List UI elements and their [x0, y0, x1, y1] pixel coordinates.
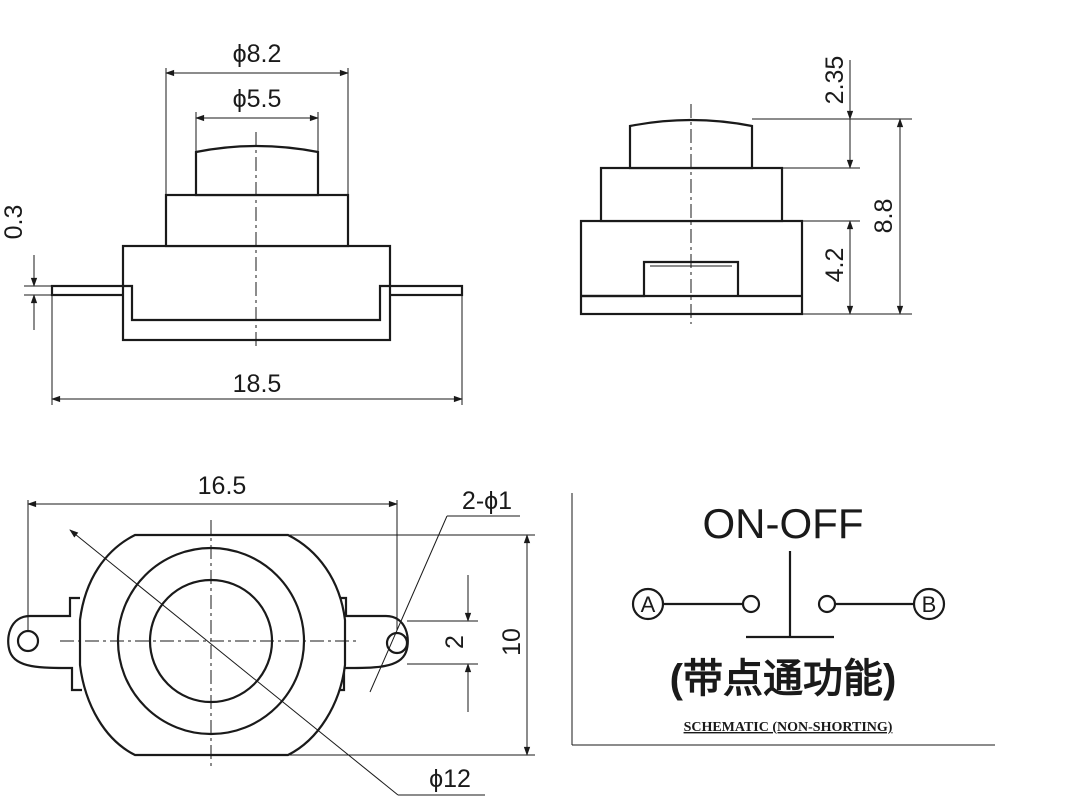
plan-right-ear: [334, 596, 409, 692]
contact-a: [741, 594, 761, 614]
dim-plan-slot: 2: [441, 635, 469, 649]
dim-front-inner-diameter: ϕ5.5: [233, 85, 282, 113]
terminal-b-label: B: [922, 592, 937, 617]
dim-front-gap: 0.3: [0, 205, 28, 240]
schematic-caption: SCHEMATIC (NON-SHORTING): [684, 720, 893, 735]
plan-left-hole: [16, 629, 40, 653]
leader-2-phi-1: [369, 515, 448, 693]
front-right-lead: [380, 284, 464, 297]
front-button: [194, 144, 320, 197]
dim-line-phi-12: [69, 529, 399, 796]
contact-b: [817, 594, 837, 614]
front-view: ϕ8.2 ϕ5.5 0.3 18.5: [0, 40, 464, 405]
dim-plan-diameter: ϕ12: [429, 765, 471, 793]
side-button: [628, 118, 754, 170]
side-view: 2.35 4.2 8.8: [579, 56, 912, 324]
plan-view: 16.5 2-ϕ1 2 10 ϕ12: [7, 472, 535, 796]
dim-side-cap: 2.35: [821, 56, 849, 105]
schematic-chinese-note: (带点通功能): [670, 657, 897, 701]
front-collar: [164, 193, 350, 248]
front-left-lead: [50, 284, 134, 297]
terminal-a-label: A: [641, 592, 656, 617]
dim-plan-width: 16.5: [198, 472, 247, 500]
plan-right-hole: [385, 631, 409, 655]
dim-plan-holes: 2-ϕ1: [462, 487, 512, 515]
schematic-panel: ON-OFF A B (带点通功能) SCHEMATIC (NON-SHORTI…: [571, 493, 995, 746]
schematic-title: ON-OFF: [703, 500, 864, 547]
side-base-notch: [581, 260, 740, 298]
dim-plan-height: 10: [498, 628, 526, 656]
dim-side-base: 4.2: [821, 248, 849, 283]
dim-front-width: 18.5: [233, 370, 282, 398]
terminal-b-circle: [912, 587, 946, 621]
dim-side-total: 8.8: [870, 199, 898, 234]
dim-front-outer-diameter: ϕ8.2: [233, 40, 282, 68]
